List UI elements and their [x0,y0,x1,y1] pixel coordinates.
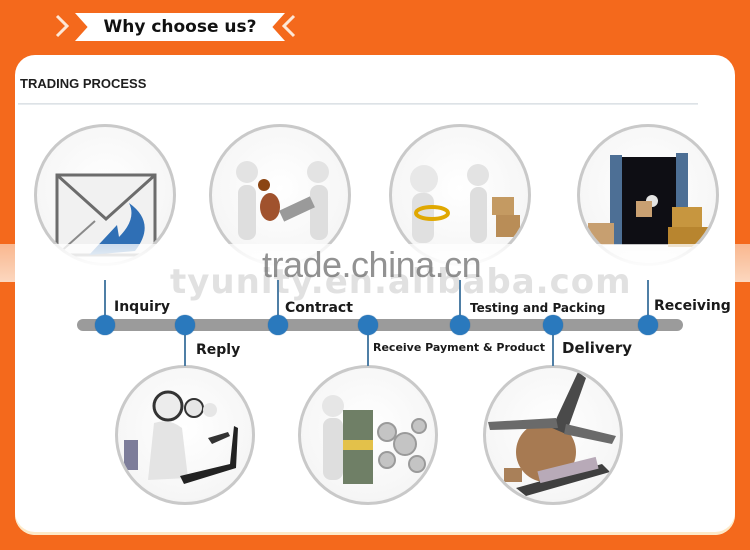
reflection-left-edge [0,244,15,282]
connector-delivery [552,326,554,366]
reflection-right-edge [735,244,750,282]
money-and-gears-icon [322,395,427,484]
chevron-left-icon [282,14,296,38]
watermark-secondary: tyunity.en.alibaba.com [170,262,632,302]
envelope-reply-icon [55,173,157,257]
timeline-dot-testing [450,315,470,335]
section-title: TRADING PROCESS [20,76,147,91]
step-label-testing: Testing and Packing [470,301,606,315]
header-banner: Why choose us? [75,13,285,41]
magnifier-and-boxes-icon [410,164,520,243]
timeline-bar [77,319,683,331]
connector-testing [459,280,461,324]
watermark-primary: trade.china.cn [262,244,482,285]
timeline-dot-inquiry [95,315,115,335]
connector-inquiry [104,280,106,324]
reply-illustration [115,365,255,505]
step-label-contract: Contract [285,300,353,316]
delivery-illustration [483,365,623,505]
timeline-dot-receiving [638,315,658,335]
connector-receiving [647,280,649,324]
timeline-dot-contract [268,315,288,335]
timeline-dot-delivery [543,315,563,335]
handshake-stamp-contract-icon [236,161,329,240]
airplane-globe-ship-icon [488,372,616,496]
section-divider [18,103,698,105]
step-label-receiving: Receiving [654,298,731,314]
shipping-container-boxes-icon [588,153,708,247]
call-center-operators-icon [124,390,238,484]
step-label-delivery: Delivery [562,339,633,357]
payment-product-illustration [298,365,438,505]
timeline-dot-reply [175,315,195,335]
connector-reply [184,326,186,366]
testing-packing-illustration [389,124,531,266]
banner-title: Why choose us? [103,17,257,37]
reflection-strip [0,244,750,282]
step-label-reply: Reply [196,342,241,358]
connector-payment [367,326,369,366]
chevron-right-icon [55,14,69,38]
step-label-inquiry: Inquiry [114,299,170,315]
contract-illustration [209,124,351,266]
timeline-dot-payment [358,315,378,335]
inquiry-illustration [34,124,176,266]
connector-contract [277,280,279,324]
step-label-payment: Receive Payment & Product [373,341,545,354]
